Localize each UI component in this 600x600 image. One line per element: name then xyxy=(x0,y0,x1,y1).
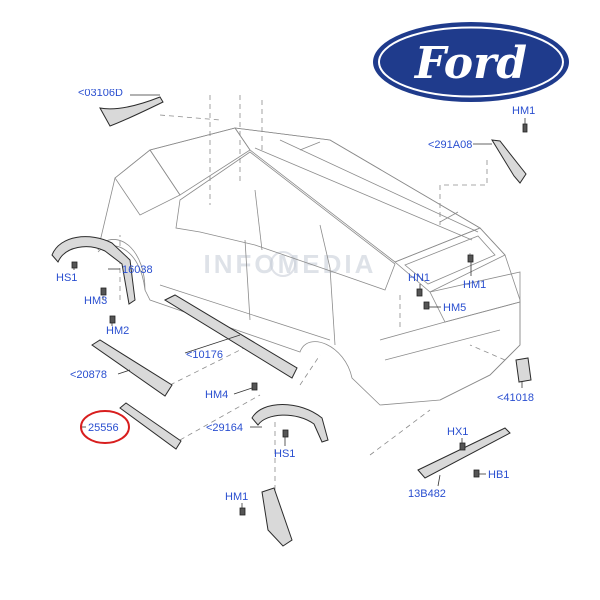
leader-line xyxy=(437,474,441,487)
rear-door-moulding xyxy=(119,402,182,450)
callout-label: <03106D xyxy=(78,87,123,99)
callout-label: HM4 xyxy=(205,389,228,401)
guide-line xyxy=(369,409,431,456)
quarter-panel-garnish xyxy=(261,487,293,547)
rear-lamp-part xyxy=(515,357,532,383)
parts xyxy=(51,96,532,547)
clip-icon xyxy=(416,288,423,297)
watermark-circle-icon xyxy=(270,251,296,277)
a-pillar-moulding xyxy=(99,96,164,127)
guide-lines xyxy=(119,95,506,490)
leader-line xyxy=(117,369,131,375)
callout-label: <20878 xyxy=(70,369,107,381)
clip-icon xyxy=(109,315,116,324)
callout-label: HM1 xyxy=(512,105,535,117)
rocker-panel-moulding xyxy=(163,294,298,379)
callout-label: HM5 xyxy=(443,302,466,314)
car-roof-rail xyxy=(254,147,473,241)
leader-line xyxy=(184,334,241,354)
callout-label: HS1 xyxy=(56,272,77,284)
front-wheel-opening-moulding xyxy=(51,236,136,305)
car-roof-rail xyxy=(279,139,479,233)
clip-icon xyxy=(282,429,289,438)
clip-icon xyxy=(239,507,246,516)
car-windshield xyxy=(149,127,251,196)
clip-icon xyxy=(467,254,474,263)
car-rear-bumper-line xyxy=(384,329,501,361)
clip-icon xyxy=(100,287,107,296)
callout-label: HX1 xyxy=(447,426,468,438)
guide-line xyxy=(299,354,321,386)
logo-oval xyxy=(373,22,569,102)
car-tailgate xyxy=(394,227,506,293)
callout-label: 13B482 xyxy=(408,488,446,500)
leader-line xyxy=(233,387,253,395)
roof-moulding-part xyxy=(491,139,527,184)
car-door-line xyxy=(244,239,251,321)
logo-wordmark: Ford xyxy=(413,38,527,89)
callout-labels: <03106D HM1 <291A08 HS1 16038 HM3 HM2 <1… xyxy=(56,87,535,503)
tailgate-moulding xyxy=(417,427,511,479)
clip-icon xyxy=(473,469,480,478)
callout-label: <29164 xyxy=(206,422,243,434)
clip-icon xyxy=(459,442,466,451)
guide-line xyxy=(179,394,261,441)
car-side-windows xyxy=(175,151,396,291)
vehicle-outline xyxy=(97,127,521,406)
callout-label: HM2 xyxy=(106,325,129,337)
car-door-line xyxy=(329,267,336,346)
guide-line xyxy=(159,114,221,121)
callout-label: <291A08 xyxy=(428,139,472,151)
watermark: INFOMEDIA xyxy=(204,249,374,279)
car-hood xyxy=(114,149,181,216)
clip-icon xyxy=(522,123,528,133)
guide-line xyxy=(439,160,488,225)
rear-wheel-opening-moulding xyxy=(251,404,329,443)
clip-icon xyxy=(71,261,78,269)
callout-label: HM1 xyxy=(463,279,486,291)
car-c-pillar xyxy=(319,224,331,269)
callout-label: <10176 xyxy=(186,349,223,361)
callout-label: HN1 xyxy=(408,272,430,284)
callout-label: <41018 xyxy=(497,392,534,404)
callout-label: HS1 xyxy=(274,448,295,460)
front-door-moulding xyxy=(91,339,173,397)
clip-icon xyxy=(251,382,258,391)
car-roof-crossbar xyxy=(299,141,321,151)
car-sill-line xyxy=(159,284,331,341)
fasteners xyxy=(71,123,528,516)
callout-label: HB1 xyxy=(488,469,509,481)
highlight-circle xyxy=(80,410,130,444)
car-rear-bumper xyxy=(379,301,521,401)
callout-label: HM1 xyxy=(225,491,248,503)
car-rear-window xyxy=(404,235,496,285)
guide-line xyxy=(469,344,506,361)
callout-label-highlighted: 25556 xyxy=(88,422,119,434)
clip-icon xyxy=(423,301,430,310)
logo-inner-ring xyxy=(378,26,564,98)
car-roof-crossbar xyxy=(439,211,459,223)
callout-label: HM3 xyxy=(84,295,107,307)
leader-lines xyxy=(73,94,526,508)
callout-label: 16038 xyxy=(122,264,153,276)
car-b-pillar xyxy=(254,189,263,251)
guide-line xyxy=(169,344,251,386)
ford-logo: Ford xyxy=(373,22,569,102)
